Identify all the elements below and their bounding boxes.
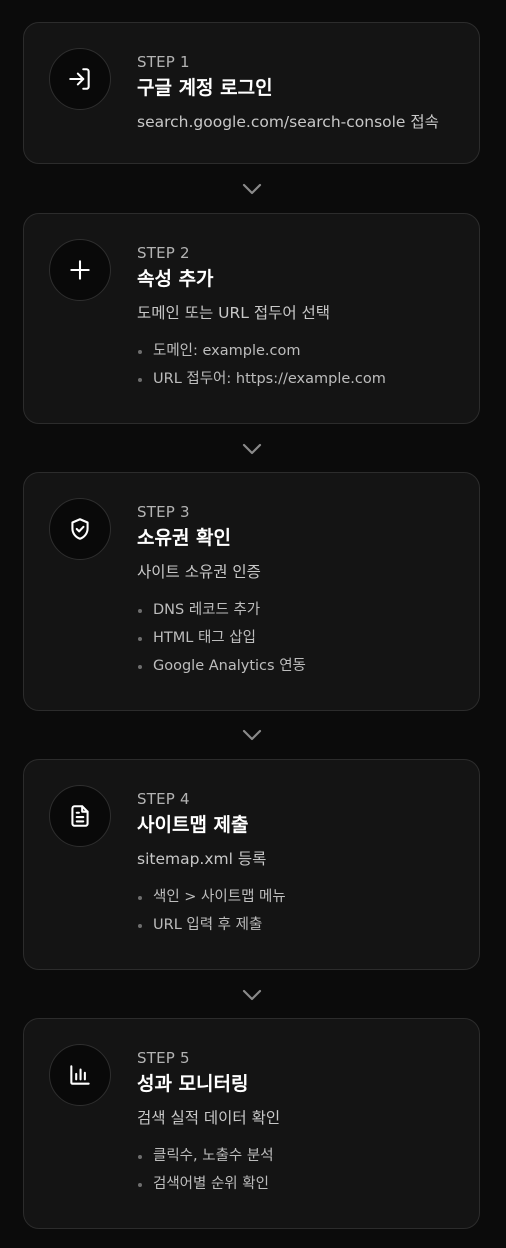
step-title: 소유권 확인 — [137, 527, 232, 549]
step-card-3: STEP 3 소유권 확인 사이트 소유권 인증 DNS 레코드 추가 HTML… — [23, 472, 480, 711]
step-card-2: STEP 2 속성 추가 도메인 또는 URL 접두어 선택 도메인: exam… — [23, 213, 480, 424]
plus-icon — [49, 239, 111, 301]
chevron-down-icon — [241, 181, 263, 195]
login-icon — [49, 48, 111, 110]
chevron-down-icon — [241, 987, 263, 1001]
step-title: 사이트맵 제출 — [137, 814, 249, 836]
list-item: 색인 > 사이트맵 메뉴 — [137, 887, 469, 907]
step-description: sitemap.xml 등록 — [137, 850, 267, 868]
step-title: 속성 추가 — [137, 268, 214, 290]
step-card-4: STEP 4 사이트맵 제출 sitemap.xml 등록 색인 > 사이트맵 … — [23, 759, 480, 970]
step-label: STEP 2 — [137, 244, 190, 262]
step-label: STEP 1 — [137, 53, 190, 71]
step-bullet-list: 클릭수, 노출수 분석 검색어별 순위 확인 — [137, 1146, 469, 1194]
step-bullet-list: DNS 레코드 추가 HTML 태그 삽입 Google Analytics 연… — [137, 600, 469, 676]
document-icon — [49, 785, 111, 847]
step-description: 검색 실적 데이터 확인 — [137, 1109, 281, 1127]
list-item: 검색어별 순위 확인 — [137, 1174, 469, 1194]
step-title: 성과 모니터링 — [137, 1073, 249, 1095]
step-description: 사이트 소유권 인증 — [137, 563, 261, 581]
list-item: URL 접두어: https://example.com — [137, 369, 469, 389]
chevron-down-icon — [241, 727, 263, 741]
bar-chart-icon — [49, 1044, 111, 1106]
step-description: search.google.com/search-console 접속 — [137, 113, 439, 131]
step-label: STEP 5 — [137, 1049, 190, 1067]
step-label: STEP 4 — [137, 790, 190, 808]
step-bullet-list: 색인 > 사이트맵 메뉴 URL 입력 후 제출 — [137, 887, 469, 935]
step-label: STEP 3 — [137, 503, 190, 521]
step-bullet-list: 도메인: example.com URL 접두어: https://exampl… — [137, 341, 469, 389]
step-title: 구글 계정 로그인 — [137, 77, 273, 99]
list-item: HTML 태그 삽입 — [137, 628, 469, 648]
step-card-5: STEP 5 성과 모니터링 검색 실적 데이터 확인 클릭수, 노출수 분석 … — [23, 1018, 480, 1229]
shield-check-icon — [49, 498, 111, 560]
list-item: DNS 레코드 추가 — [137, 600, 469, 620]
list-item: 클릭수, 노출수 분석 — [137, 1146, 469, 1166]
list-item: URL 입력 후 제출 — [137, 915, 469, 935]
list-item: 도메인: example.com — [137, 341, 469, 361]
step-description: 도메인 또는 URL 접두어 선택 — [137, 304, 331, 322]
list-item: Google Analytics 연동 — [137, 656, 469, 676]
step-card-1: STEP 1 구글 계정 로그인 search.google.com/searc… — [23, 22, 480, 164]
chevron-down-icon — [241, 441, 263, 455]
